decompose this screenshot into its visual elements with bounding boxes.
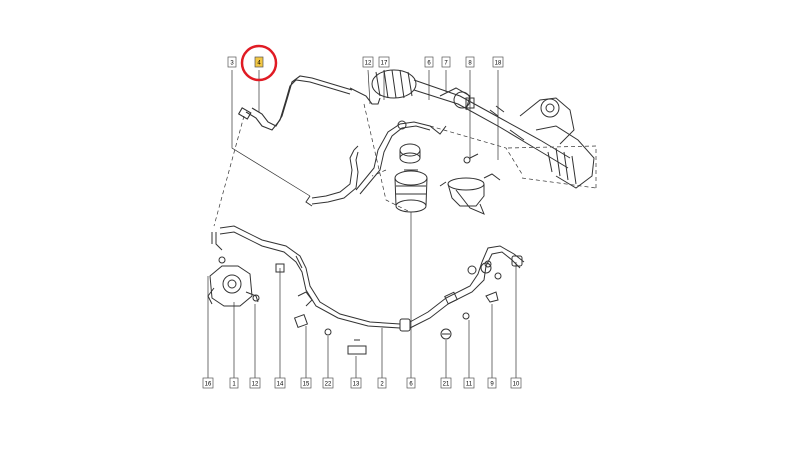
callout-9: 9: [487, 377, 497, 389]
callout-18-label: 18: [495, 61, 502, 67]
callout-2: 2: [377, 377, 387, 389]
fluid-reservoir: [394, 143, 428, 213]
callout-6-top-label: 6: [427, 61, 431, 67]
callout-18: 18: [492, 56, 504, 68]
small-fittings: [275, 263, 502, 355]
callout-1-label: 1: [232, 382, 236, 388]
callout-3: 3: [227, 56, 237, 68]
callout-12-top-label: 12: [365, 61, 372, 67]
callout-3-label: 3: [230, 61, 234, 67]
callout-16: 16: [202, 377, 214, 389]
callout-13: 13: [350, 377, 362, 389]
callout-22: 22: [322, 377, 334, 389]
callout-2-label: 2: [380, 382, 384, 388]
callout-12-bottom: 12: [249, 377, 261, 389]
reservoir-bracket: [439, 173, 501, 215]
callout-1: 1: [229, 377, 239, 389]
callout-14: 14: [274, 377, 286, 389]
callout-10-label: 10: [513, 382, 520, 388]
callout-8-label: 8: [468, 61, 472, 67]
callout-15: 15: [300, 377, 312, 389]
pressure-line-upper: [355, 120, 447, 195]
callout-6-top: 6: [424, 56, 434, 68]
hose-part-3: [305, 145, 359, 207]
callout-21-label: 21: [443, 382, 450, 388]
callout-22-label: 22: [325, 382, 332, 388]
callout-14-label: 14: [277, 382, 284, 388]
callout-13-label: 13: [353, 382, 360, 388]
callouts: 3 4 12 17 6 7 8 18 16 1 12 14 15 22 13 2…: [202, 56, 522, 389]
callout-16-label: 16: [205, 382, 212, 388]
pump-feed-pipe: [211, 232, 303, 269]
callout-12-top: 12: [362, 56, 374, 68]
callout-10: 10: [510, 377, 522, 389]
callout-4: 4: [254, 56, 264, 68]
callout-4-label: 4: [257, 61, 261, 67]
callout-15-label: 15: [303, 382, 310, 388]
callout-21: 21: [440, 377, 452, 389]
callout-7: 7: [441, 56, 451, 68]
callout-7-label: 7: [444, 61, 448, 67]
callout-12-bottom-label: 12: [252, 382, 259, 388]
callout-17-label: 17: [381, 61, 388, 67]
callout-11: 11: [463, 377, 475, 389]
callout-11-label: 11: [466, 382, 473, 388]
leader-lines: [207, 69, 517, 378]
callout-17: 17: [378, 56, 390, 68]
power-steering-pump: [207, 256, 260, 307]
callout-8: 8: [465, 56, 475, 68]
callout-9-label: 9: [490, 382, 494, 388]
bolt-part-8: [463, 153, 479, 164]
highlight-circle: [240, 44, 278, 82]
callout-6-bottom: 6: [406, 377, 416, 389]
return-pipe-lower: [219, 225, 525, 332]
dashed-guides: [213, 103, 597, 227]
hose-part-4: [237, 75, 381, 131]
callout-6-bottom-label: 6: [409, 382, 413, 388]
